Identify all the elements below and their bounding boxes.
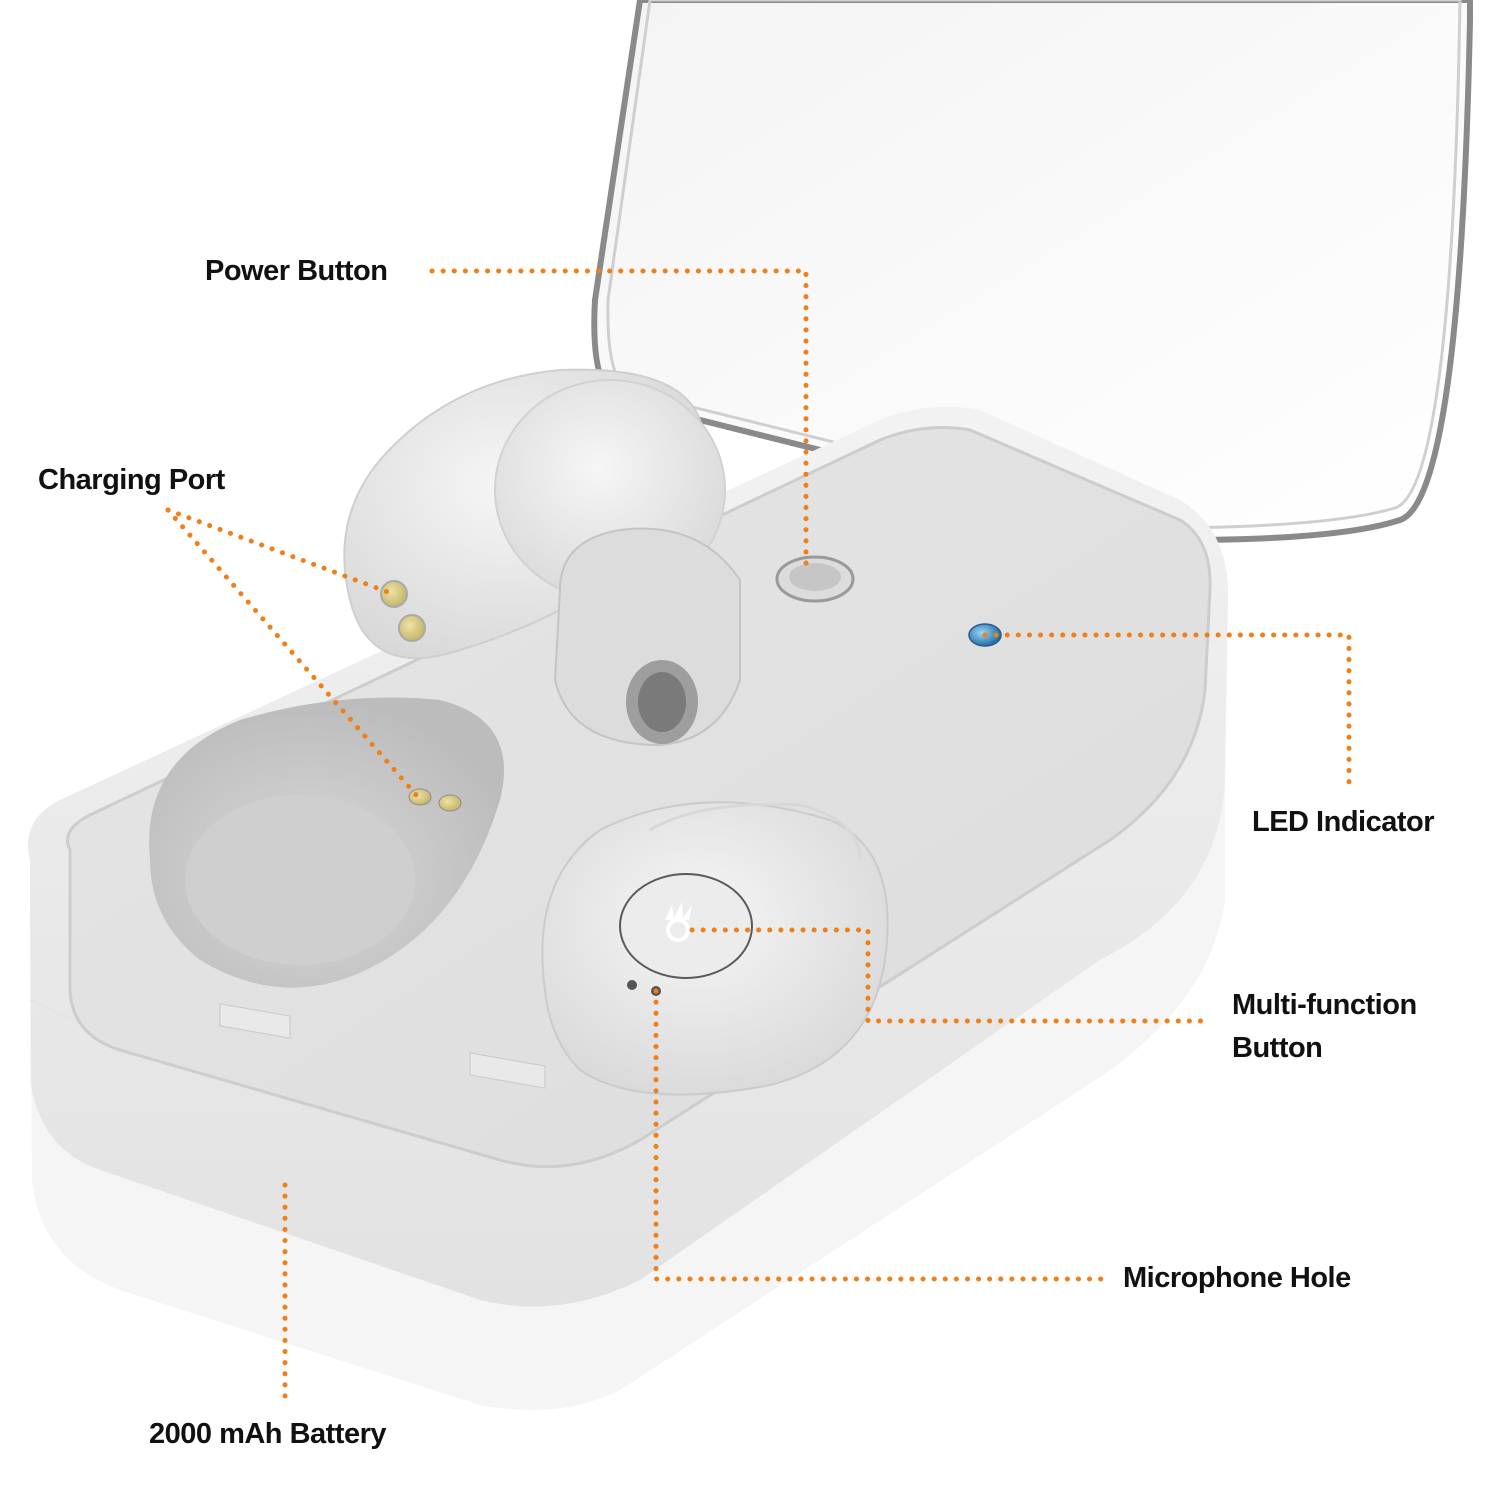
leader-charging-port-cavity bbox=[165, 507, 421, 800]
label-power-button: Power Button bbox=[205, 255, 388, 287]
earbud-charging-contact-2 bbox=[398, 614, 426, 642]
earbud-charging-contact-1 bbox=[380, 580, 408, 608]
label-multi-function-line1: Multi-function bbox=[1232, 989, 1417, 1021]
earbud-seated bbox=[541, 801, 889, 1096]
label-charging-port: Charging Port bbox=[38, 464, 225, 496]
case-deck bbox=[66, 426, 1212, 1169]
mic-hole-1 bbox=[627, 980, 637, 990]
leader-multi-function bbox=[689, 927, 1213, 1024]
label-multi-function-line2: Button bbox=[1232, 1032, 1323, 1064]
earbud-cavity bbox=[149, 697, 504, 988]
label-battery: 2000 mAh Battery bbox=[149, 1418, 387, 1450]
leader-lines bbox=[165, 268, 1352, 1408]
brand-logo-icon bbox=[665, 902, 692, 942]
leader-led bbox=[982, 632, 1352, 793]
label-microphone-hole: Microphone Hole bbox=[1123, 1262, 1351, 1294]
leader-microphone bbox=[653, 988, 1111, 1282]
leader-power-button bbox=[429, 268, 809, 569]
earbud-upright bbox=[343, 368, 741, 747]
power-button-illustration bbox=[775, 555, 855, 603]
leader-charging-port-earbud bbox=[165, 507, 396, 597]
label-led-indicator: LED Indicator bbox=[1252, 806, 1435, 838]
